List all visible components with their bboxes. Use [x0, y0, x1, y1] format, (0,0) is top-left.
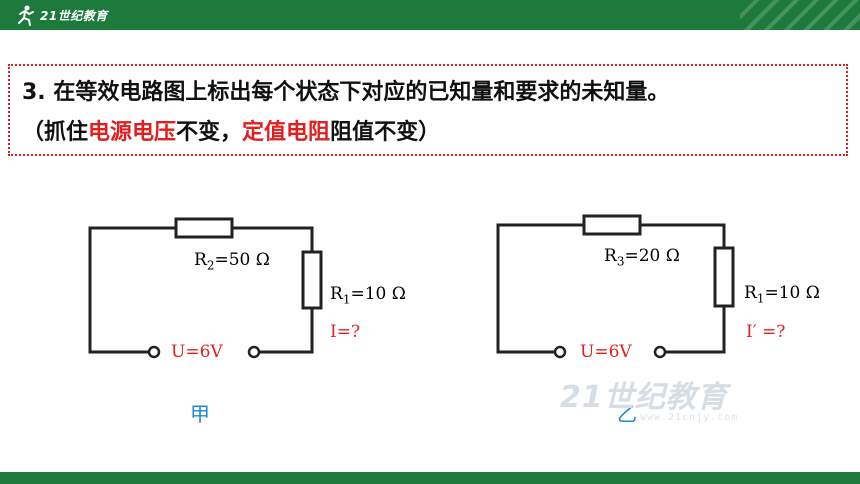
circuit-a-wire [88, 226, 314, 354]
circuit-b-r3-label: R3=20 Ω [604, 246, 680, 268]
r3-symbol: R3 [604, 246, 625, 269]
r1-value: =10 Ω [350, 284, 406, 304]
runner-logo-icon [18, 5, 34, 26]
r3-value: =20 Ω [624, 246, 680, 266]
r2-symbol: R2 [194, 250, 215, 273]
r1-symbol-b: R1 [744, 283, 765, 306]
logo-text: 21世纪教育 [40, 8, 108, 23]
circuit-a-terminal-right [247, 345, 261, 359]
banner-stripes [740, 0, 860, 30]
r1-value-b: =10 Ω [764, 283, 820, 303]
circuit-b-resistor-r1 [713, 246, 735, 308]
r1-symbol: R1 [330, 284, 351, 307]
circuit-a-terminal-left [147, 345, 161, 359]
circuit-a-caption: 甲 [190, 402, 210, 426]
r2-value: =50 Ω [214, 250, 270, 270]
task-box: 3. 在等效电路图上标出每个状态下对应的已知量和要求的未知量。 （抓住电源电压不… [8, 64, 848, 156]
circuit-b-terminal-left [553, 345, 567, 359]
hint-fixed-resistor: 定值电阻 [242, 120, 331, 145]
circuit-a [88, 217, 323, 359]
task-hint: （抓住电源电压不变，定值电阻阻值不变） [22, 114, 440, 146]
circuit-b-current: I′ =? [746, 322, 786, 342]
circuit-a-voltage: U=6V [171, 342, 223, 362]
site-logo: 21世纪教育 [14, 4, 108, 26]
circuit-a-r1-label: R1=10 Ω [330, 284, 406, 306]
circuit-b-wire [496, 223, 726, 354]
hint-open: （抓住 [22, 120, 89, 145]
circuit-b-resistor-r3 [582, 214, 642, 236]
bottom-banner [0, 472, 860, 484]
circuit-b [496, 214, 735, 359]
circuit-a-current: I=? [330, 322, 361, 342]
circuit-a-resistor-r2 [174, 217, 234, 239]
circuit-b-caption: 乙 [617, 402, 637, 426]
hint-close: 阻值不变） [330, 120, 441, 145]
circuit-b-voltage: U=6V [580, 342, 632, 362]
task-instruction: 3. 在等效电路图上标出每个状态下对应的已知量和要求的未知量。 [22, 80, 670, 105]
circuit-b-terminal-right [653, 345, 667, 359]
watermark-url: www.21cnjy.com [640, 412, 739, 423]
hint-supply-voltage: 电源电压 [88, 120, 177, 145]
circuit-b-r1-label: R1=10 Ω [744, 283, 820, 305]
hint-mid: 不变， [176, 120, 243, 145]
circuit-a-r2-label: R2=50 Ω [194, 250, 270, 272]
circuit-a-resistor-r1 [301, 250, 323, 310]
top-banner: 21世纪教育 [0, 0, 860, 30]
watermark-logo: 21世纪教育 [560, 380, 728, 415]
